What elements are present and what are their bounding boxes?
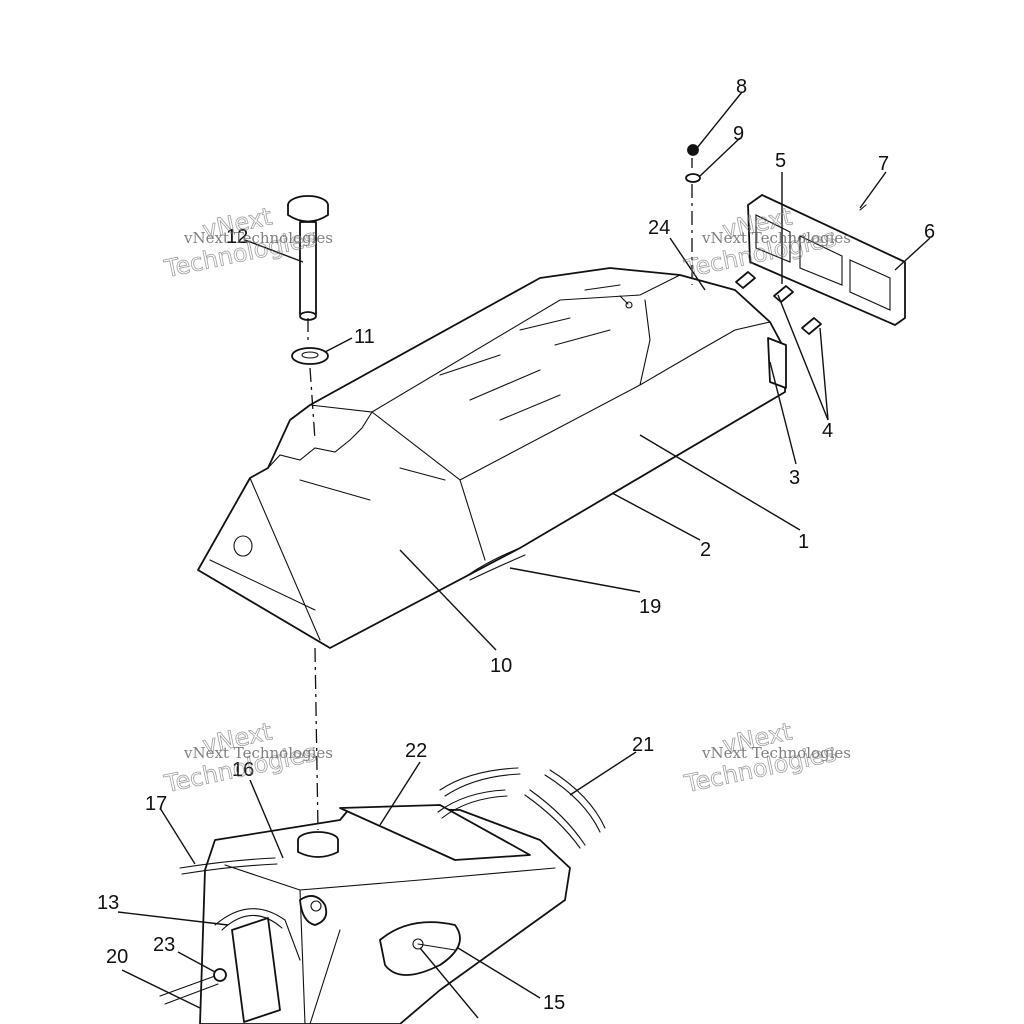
watermark-lower-right: vNext Technologies vNext Technologies — [681, 717, 851, 799]
callout-15: 15 — [543, 992, 565, 1014]
callout-9: 9 — [733, 123, 744, 145]
callout-24: 24 — [648, 217, 670, 239]
callout-13: 13 — [97, 892, 119, 914]
callout-12: 12 — [226, 226, 248, 248]
fuel-tank — [159, 804, 571, 1024]
callout-20: 20 — [106, 946, 128, 968]
callout-11: 11 — [354, 326, 375, 348]
callout-16: 16 — [232, 759, 254, 781]
callout-7: 7 — [878, 153, 889, 175]
callout-6: 6 — [924, 221, 935, 243]
callout-23: 23 — [153, 934, 175, 956]
callout-labels: 8 9 5 7 6 24 4 3 1 2 19 10 11 12 22 21 1… — [97, 76, 935, 1014]
callout-8: 8 — [736, 76, 747, 98]
light-sockets — [735, 204, 867, 335]
callout-22: 22 — [405, 740, 427, 762]
tail-light-lens — [747, 194, 906, 326]
cap-gasket — [291, 347, 329, 365]
callout-10: 10 — [490, 655, 512, 677]
fuel-cap — [287, 195, 329, 321]
seat-assembly — [197, 267, 787, 649]
callout-19: 19 — [639, 596, 661, 618]
callout-1: 1 — [798, 531, 809, 553]
watermark-lower-left: vNext Technologies vNext Technologies — [161, 717, 333, 799]
nut-and-washer — [685, 144, 701, 183]
tank-straps — [437, 767, 606, 849]
callout-2: 2 — [700, 539, 711, 561]
watermark-text: vNext Technologies — [183, 229, 333, 247]
watermark-text: vNext Technologies — [701, 744, 851, 762]
callout-5: 5 — [775, 150, 786, 172]
callout-17: 17 — [145, 793, 167, 815]
assembly-center-lines — [307, 158, 693, 831]
watermark-text: vNext Technologies — [183, 744, 333, 762]
callout-4: 4 — [822, 420, 833, 442]
callout-21: 21 — [632, 734, 654, 756]
watermark-text: vNext Technologies — [701, 229, 851, 247]
callout-3: 3 — [789, 467, 800, 489]
leader-lines — [117, 91, 931, 1019]
